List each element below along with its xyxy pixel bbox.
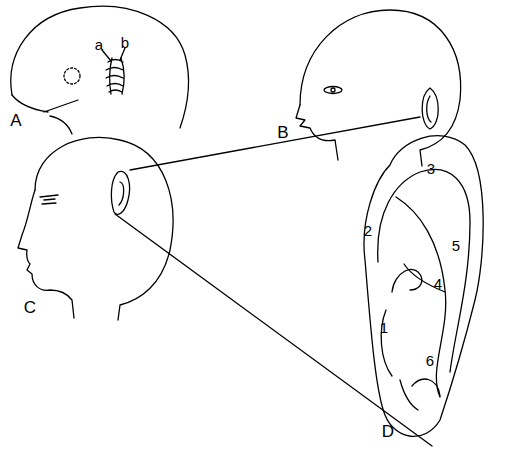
panel-letter: A — [10, 112, 21, 129]
ear — [422, 88, 438, 129]
iris — [331, 88, 335, 92]
face-outline — [12, 95, 78, 134]
closed-eye — [40, 195, 58, 204]
hillock-letter: a — [95, 37, 103, 52]
auricle-d — [364, 136, 483, 437]
ear — [111, 171, 129, 214]
magnification-line — [115, 117, 432, 446]
panel-letter: C — [24, 299, 36, 316]
panel-letter: D — [382, 423, 394, 440]
callout-number: 4 — [434, 276, 442, 291]
panel-letter: B — [277, 124, 288, 141]
helix-crus — [392, 269, 422, 292]
eye — [324, 87, 342, 94]
fetal-head-b — [296, 10, 461, 166]
auricular-hillocks — [106, 58, 124, 94]
newborn-head-c — [18, 117, 432, 446]
callout-number: 5 — [452, 238, 460, 253]
helix-outline — [364, 136, 483, 437]
callout-number: 6 — [426, 353, 434, 368]
antihelix — [396, 197, 446, 397]
leader-line — [102, 48, 125, 61]
callout-number: 2 — [364, 223, 372, 238]
hillock-letter: b — [121, 35, 129, 50]
embryo-head-a — [11, 6, 189, 134]
face-outline — [18, 190, 74, 318]
antitragus — [400, 379, 440, 410]
head-outline — [35, 137, 173, 320]
helix-inner-rim — [378, 169, 470, 372]
head-outline — [300, 10, 461, 166]
callout-number: 1 — [380, 320, 388, 335]
eye-primordium — [64, 68, 80, 84]
callout-number: 3 — [427, 161, 435, 176]
